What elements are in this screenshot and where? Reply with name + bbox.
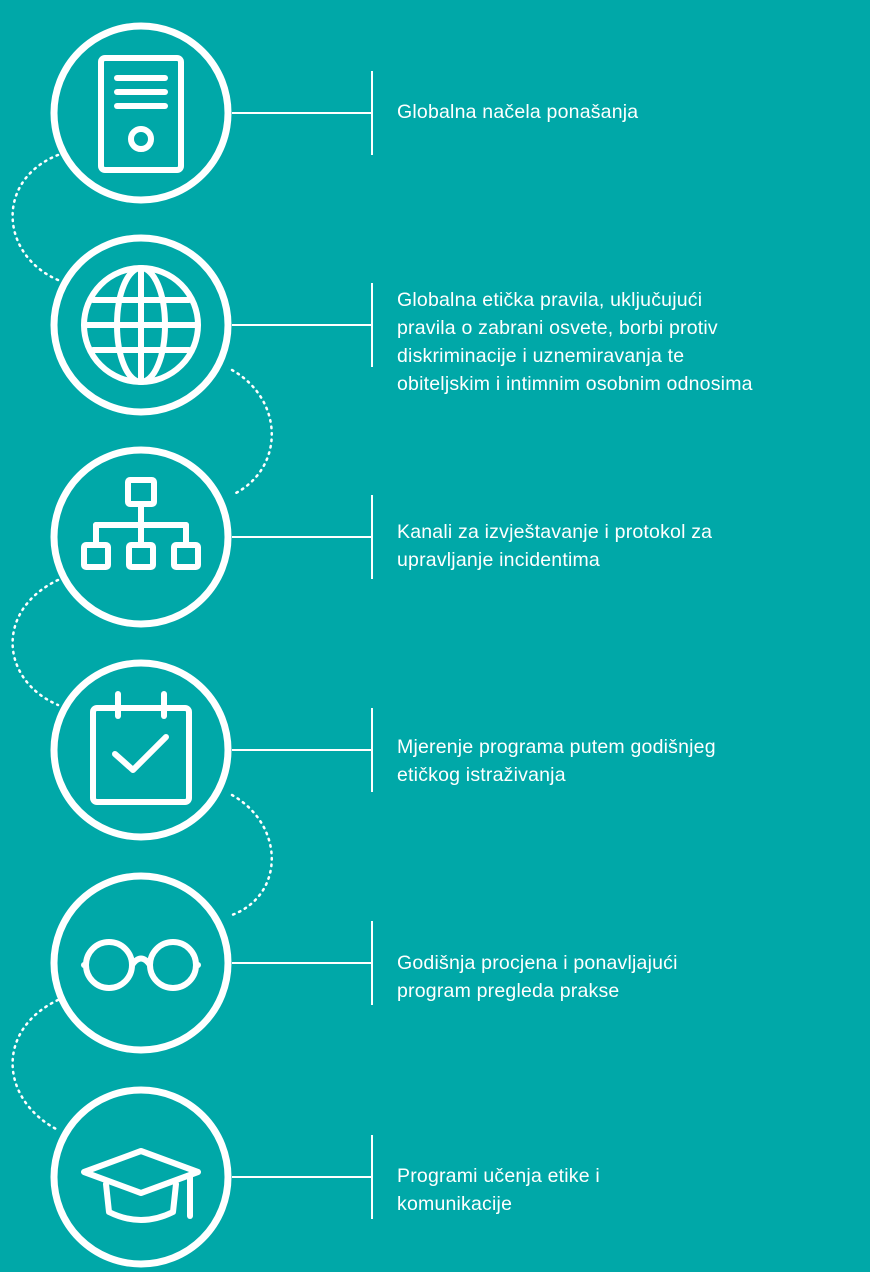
step-circle-6 bbox=[50, 1086, 232, 1268]
document-certificate-icon bbox=[98, 55, 184, 173]
connector-4-5 bbox=[230, 793, 273, 917]
connector-5-6 bbox=[11, 998, 60, 1132]
label-2: Globalna etička pravila, uključujući pra… bbox=[397, 289, 753, 395]
step-circles bbox=[50, 22, 232, 1268]
icons bbox=[81, 55, 201, 1223]
step-circle-5 bbox=[50, 872, 232, 1054]
globe-icon bbox=[81, 265, 201, 385]
calendar-check-icon bbox=[90, 691, 192, 805]
connector-3-4 bbox=[11, 578, 60, 707]
glasses-icon bbox=[81, 939, 201, 991]
dotted-connectors bbox=[11, 153, 273, 1132]
label-5: Godišnja procjena i ponavljajući program… bbox=[397, 952, 678, 1002]
leader-lines bbox=[232, 71, 373, 1219]
connector-1-2 bbox=[11, 153, 60, 282]
connector-2-3 bbox=[230, 368, 273, 497]
step-circle-1 bbox=[50, 22, 232, 204]
org-chart-icon bbox=[81, 477, 201, 570]
step-circle-4 bbox=[50, 659, 232, 841]
label-1: Globalna načela ponašanja bbox=[397, 101, 639, 123]
label-6: Programi učenja etike i komunikacije bbox=[397, 1165, 600, 1215]
graduation-cap-icon bbox=[81, 1148, 201, 1223]
label-3: Kanali za izvještavanje i protokol za up… bbox=[397, 521, 713, 571]
label-4: Mjerenje programa putem godišnjeg etičko… bbox=[397, 736, 716, 786]
